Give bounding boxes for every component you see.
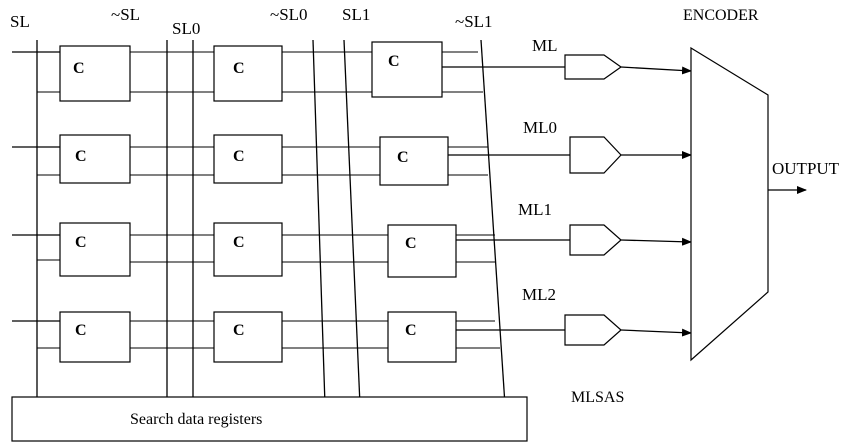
sense-amplifier xyxy=(564,54,623,80)
label-sl0-bar: ~SL0 xyxy=(270,5,308,24)
label-sl: SL xyxy=(10,12,30,31)
cell-label: C xyxy=(233,60,245,77)
label-sl1-bar: ~SL1 xyxy=(455,12,493,31)
cell-label: C xyxy=(405,235,417,252)
match-line-label: ML xyxy=(532,36,558,55)
sense-amplifiers xyxy=(564,54,623,346)
cell-label: C xyxy=(75,322,87,339)
sense-amplifier xyxy=(564,314,622,346)
encoder-block xyxy=(690,46,769,362)
search-data-registers-label: Search data registers xyxy=(130,411,262,428)
cam-cell xyxy=(59,45,131,102)
sense-amplifier xyxy=(569,224,622,256)
cam-cell xyxy=(371,41,443,98)
cam-cell xyxy=(213,311,283,363)
label-sl-bar: ~SL xyxy=(111,5,140,24)
cam-cell xyxy=(59,134,131,184)
cell-label: C xyxy=(73,60,85,77)
cell-label: C xyxy=(75,148,87,165)
match-line-label: ML2 xyxy=(522,285,556,304)
cell-label: C xyxy=(233,148,245,165)
search-line-sl1-b xyxy=(480,39,506,406)
cam-cell xyxy=(387,311,457,363)
match-line-label: ML1 xyxy=(518,200,552,219)
cell-label: C xyxy=(405,322,417,339)
cell-label: C xyxy=(397,149,409,166)
cam-cell xyxy=(379,136,449,186)
label-sl1: SL1 xyxy=(342,5,370,24)
match-line-label: ML0 xyxy=(523,118,557,137)
search-line-sl0-b xyxy=(312,39,326,406)
cam-row-1: C C C xyxy=(12,41,483,102)
column-labels: SL ~SL SL0 ~SL0 SL1 ~SL1 xyxy=(10,5,493,38)
cam-cell xyxy=(59,311,131,363)
encoder-label: ENCODER xyxy=(683,7,759,24)
cam-cell xyxy=(213,45,283,102)
mlsas-label: MLSAS xyxy=(571,389,624,406)
encoder-inputs xyxy=(620,66,692,337)
cell-label: C xyxy=(75,234,87,251)
search-line-sl1-a xyxy=(343,39,361,406)
search-data-registers xyxy=(11,396,528,442)
cam-row-4: C C C xyxy=(12,311,500,363)
cell-label: C xyxy=(388,53,400,70)
sense-amplifier xyxy=(569,136,622,174)
cam-cell xyxy=(387,224,457,278)
cell-label: C xyxy=(233,234,245,251)
cam-row-2: C C C xyxy=(12,134,488,186)
match-lines: ML ML0 ML1 ML2 xyxy=(442,36,570,331)
cam-cell xyxy=(59,222,131,277)
cam-cell xyxy=(213,134,283,184)
cell-label: C xyxy=(233,322,245,339)
output-label: OUTPUT xyxy=(772,159,840,178)
label-sl0: SL0 xyxy=(172,19,200,38)
cam-row-3: C C C xyxy=(12,222,495,278)
cam-cell xyxy=(213,222,283,277)
search-lines xyxy=(36,39,506,406)
